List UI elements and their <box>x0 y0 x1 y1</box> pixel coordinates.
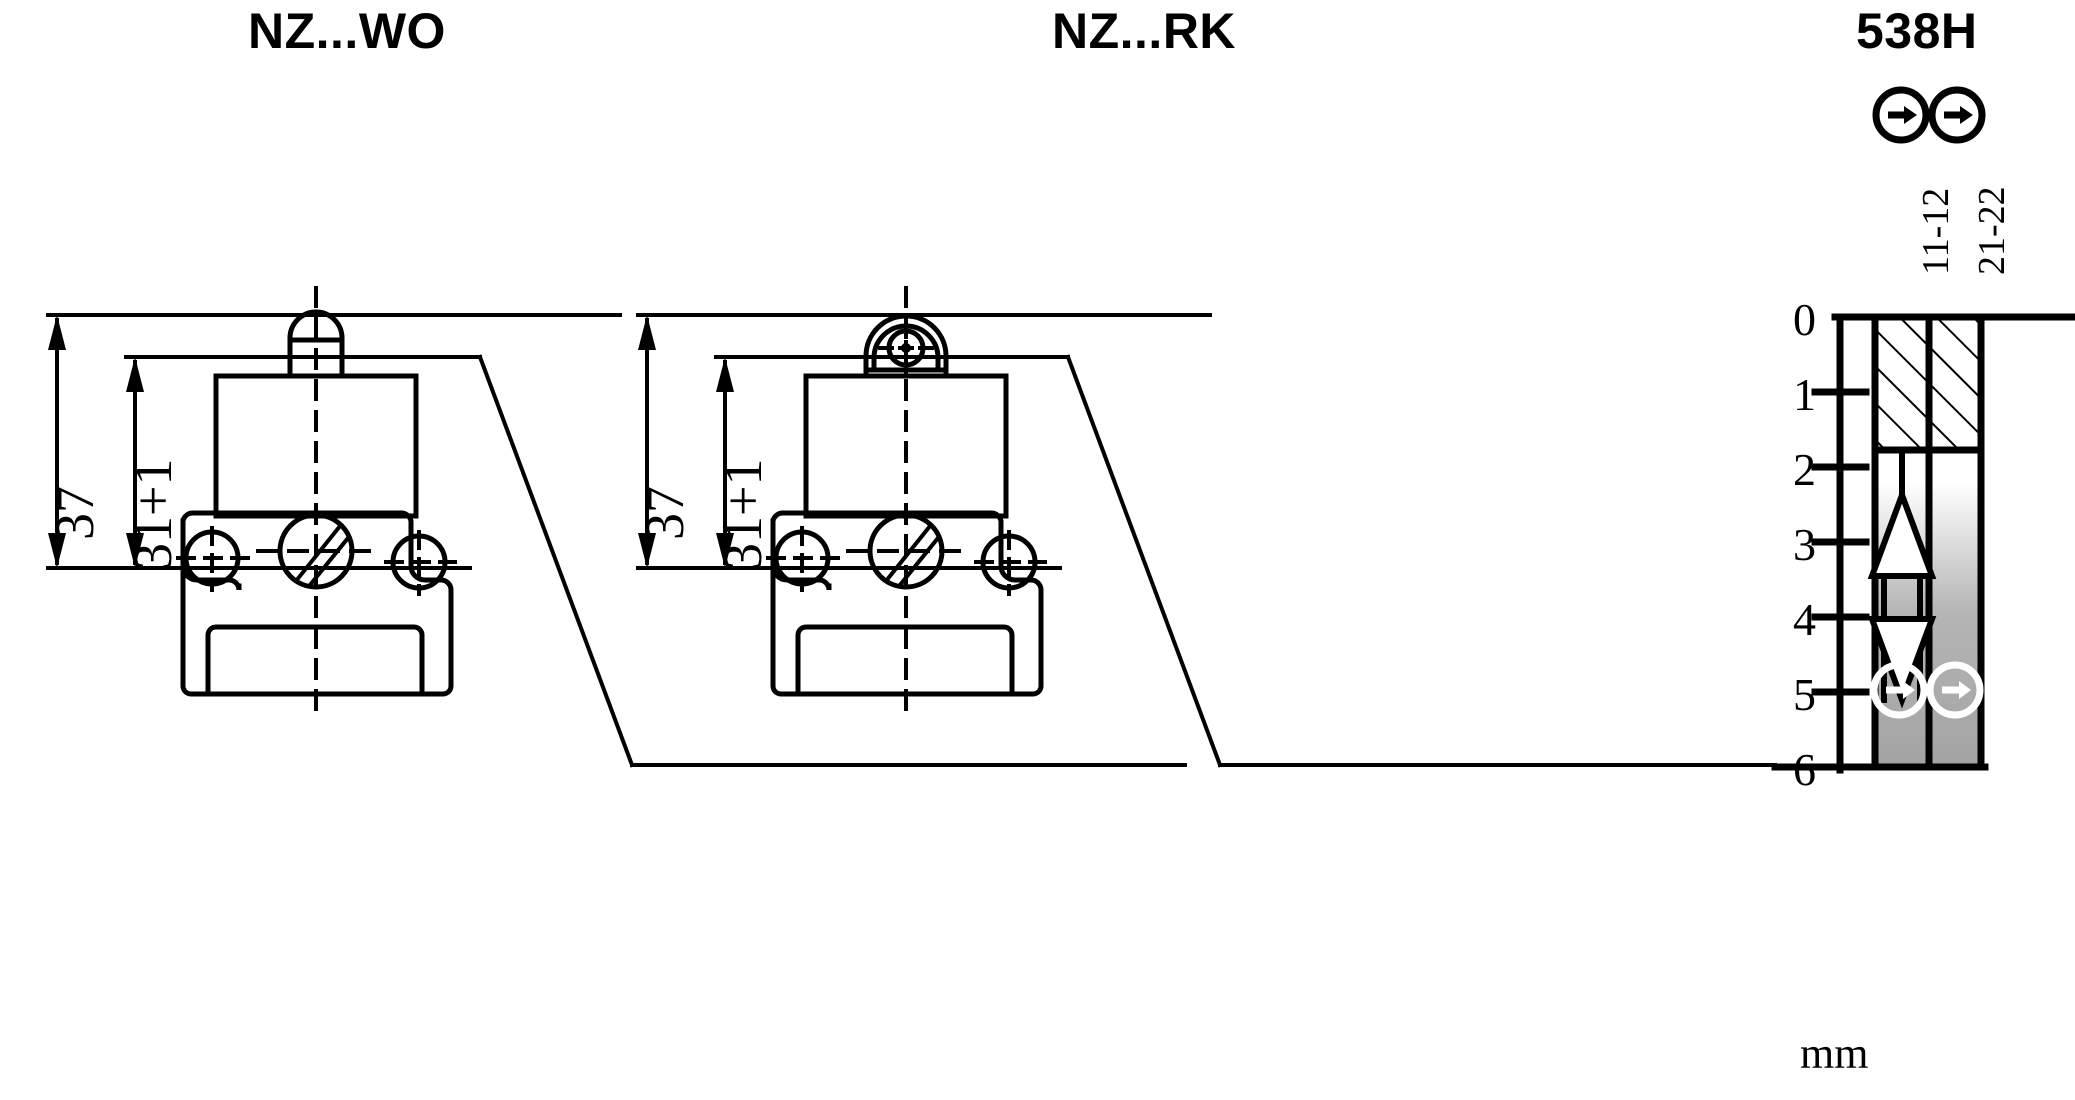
contact-closed-hatch-21-22 <box>1929 317 1981 450</box>
legend-icon-21-22 <box>1928 86 1986 144</box>
title-nz-rk: NZ...RK <box>1052 3 1237 59</box>
title-nz-wo: NZ...WO <box>248 3 446 59</box>
contact-label-11-12: 11-12 <box>1915 187 1957 275</box>
scale-tick-1: 1 <box>1793 369 1816 420</box>
scale-tick-4: 4 <box>1793 594 1816 645</box>
scale-tick-2: 2 <box>1793 444 1816 495</box>
actuator-marker-11-12 <box>1870 661 1928 719</box>
scale-tick-3: 3 <box>1793 519 1816 570</box>
scale-tick-6: 6 <box>1793 744 1816 795</box>
contact-label-21-22: 21-22 <box>1971 186 2013 275</box>
scale-tick-5: 5 <box>1793 669 1816 720</box>
scale-tick-0: 0 <box>1793 294 1816 345</box>
actuator-marker-21-22 <box>1926 661 1984 719</box>
legend-icon-11-12 <box>1872 86 1930 144</box>
contact-closed-hatch-11-12 <box>1875 317 1927 450</box>
unit-label-mm: mm <box>1800 1029 1869 1078</box>
title-538h: 538H <box>1856 3 1978 59</box>
